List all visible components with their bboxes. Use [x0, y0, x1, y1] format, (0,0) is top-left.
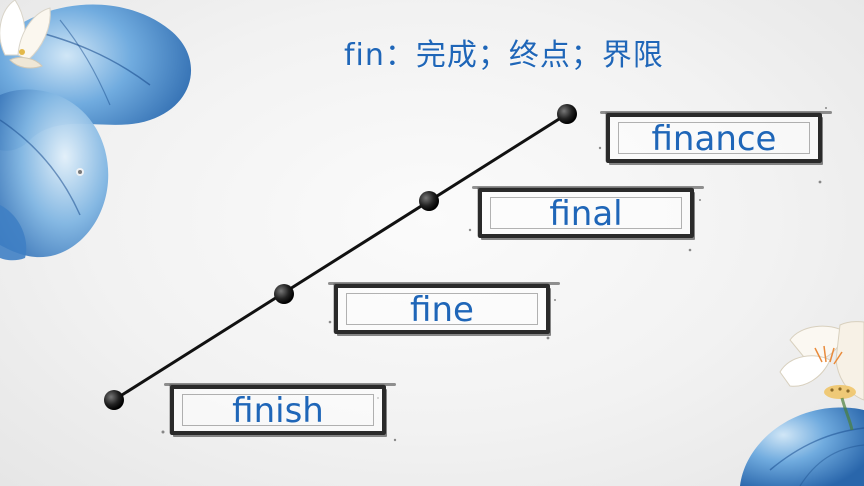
timeline-line [113, 112, 568, 402]
lotus-flower-icon [779, 321, 864, 431]
timeline-node-icon [557, 104, 577, 124]
ink-speckles [161, 107, 827, 442]
word-card-fine: fine [328, 282, 560, 334]
word-label: finance [651, 119, 777, 159]
lotus-leaf-icon [740, 407, 864, 486]
lotus-leaf-icon [0, 205, 27, 261]
word-label: final [549, 194, 623, 234]
timeline-node-icon [104, 390, 124, 410]
lotus-leaf-icon [0, 89, 109, 258]
slide-title: fin：完成；终点；界限 [344, 38, 664, 73]
timeline-node-icon [274, 284, 294, 304]
word-card-final: final [472, 186, 704, 238]
word-label: fine [410, 290, 474, 330]
word-card-finance: finance [600, 111, 832, 163]
lotus-flower-icon [0, 0, 51, 69]
word-label: finish [232, 391, 324, 431]
word-card-finish: finish [164, 383, 396, 435]
timeline-node-icon [419, 191, 439, 211]
